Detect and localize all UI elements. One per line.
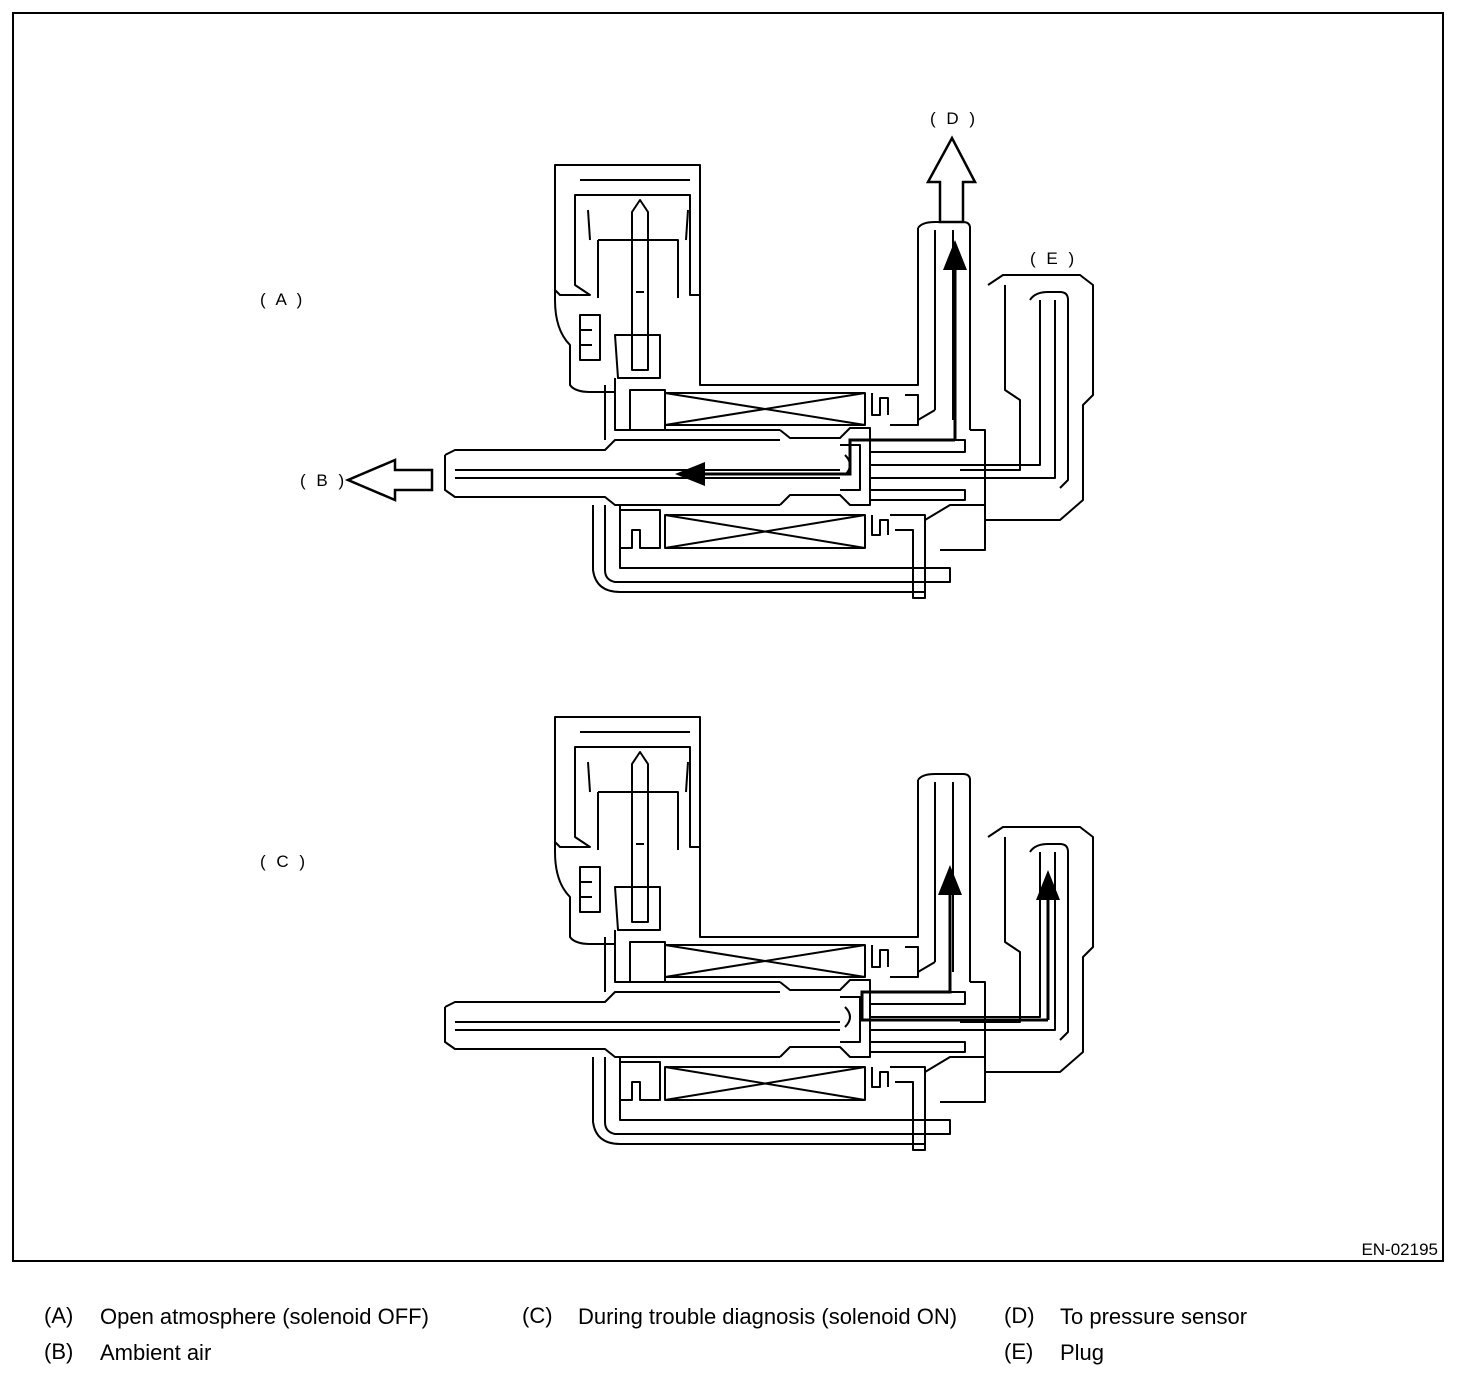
legend-code: (B) [44,1339,74,1364]
diagram-frame [12,12,1444,1262]
arrow-up-icon [925,135,978,224]
legend-text: Open atmosphere (solenoid OFF) [100,1304,429,1329]
legend-text: Ambient air [100,1340,212,1365]
legend-text: Plug [1060,1340,1105,1365]
label-e: ( E ) [1030,249,1078,268]
legend-code: (D) [1004,1303,1035,1328]
airflow-path-vent [675,438,955,486]
figure-id: EN-02195 [1361,1240,1438,1259]
legend-code: (E) [1004,1339,1034,1364]
label-c: ( C ) [260,852,309,871]
arrow-left-icon [344,458,434,502]
label-d: ( D ) [930,109,979,128]
airflow-path-loop [860,865,1048,1022]
legend-text: During trouble diagnosis (solenoid ON) [578,1304,958,1329]
valve-solenoid-on [444,716,1094,1151]
valve-solenoid-off [444,164,1094,599]
label-a: ( A ) [260,290,306,309]
valve-diagram [344,135,1094,1151]
legend-code: (C) [522,1303,553,1328]
legend-text: To pressure sensor [1060,1304,1248,1329]
legend: (A) Open atmosphere (solenoid OFF) (B) A… [44,1303,1444,1383]
label-b: ( B ) [300,471,348,490]
legend-code: (A) [44,1303,74,1328]
